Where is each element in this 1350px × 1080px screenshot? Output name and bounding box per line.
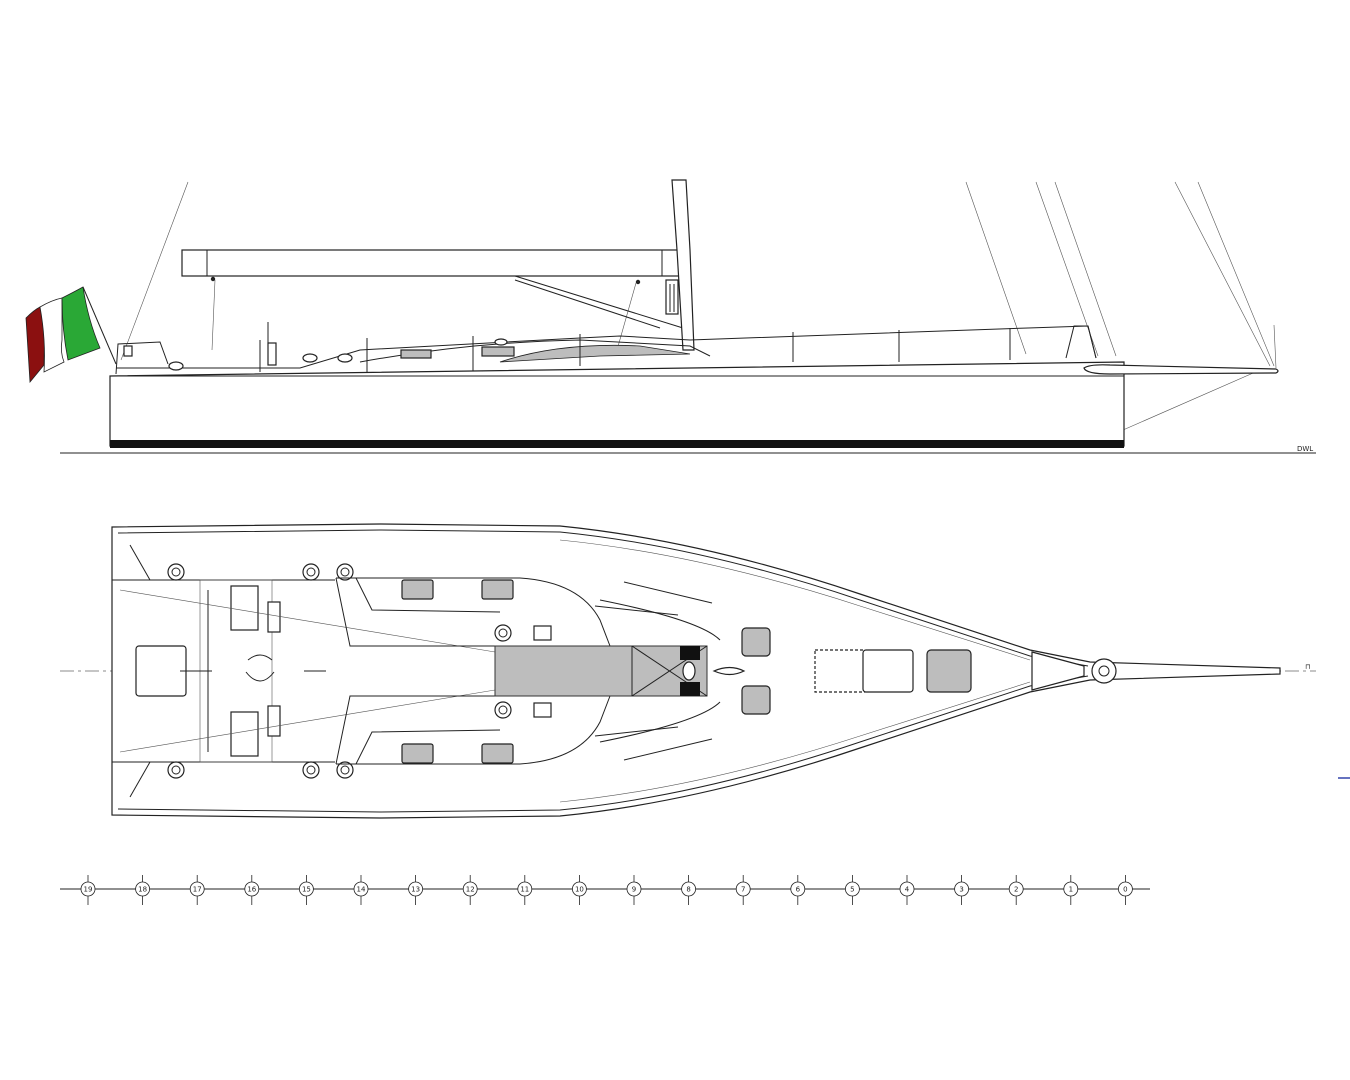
- deck-superstructure: [116, 322, 1097, 372]
- station-label: 11: [520, 886, 529, 894]
- station-label: 9: [632, 886, 636, 894]
- station-label: 19: [84, 886, 93, 894]
- italian-flag: [25, 286, 117, 384]
- station-circle: [1008, 881, 1024, 897]
- station-label: 2: [1014, 886, 1018, 894]
- station-label: 8: [686, 886, 690, 894]
- station-circle: [1063, 881, 1079, 897]
- winches: [167, 563, 512, 779]
- station-circle: [189, 881, 205, 897]
- station-label: 1: [1069, 886, 1073, 894]
- station-label: 0: [1123, 886, 1127, 894]
- deck-plan-view: ⊓: [60, 523, 1350, 819]
- station-circle: [845, 881, 860, 897]
- boom: [181, 249, 684, 329]
- station-label: 14: [357, 886, 366, 894]
- station-circle: [244, 881, 260, 897]
- station-circle: [954, 881, 969, 897]
- station-label: 5: [850, 886, 854, 894]
- station-label: 10: [575, 886, 584, 894]
- station-label: 13: [411, 886, 420, 894]
- central-walkway: [494, 581, 746, 761]
- station-circle: [462, 881, 478, 897]
- hatches: [741, 627, 1117, 715]
- pushpit: [115, 341, 169, 375]
- station-circle: [626, 881, 642, 897]
- station-circle: [517, 881, 533, 897]
- station-label: 16: [247, 886, 256, 894]
- waterline-label: DWL: [1297, 445, 1313, 453]
- station-circle: [135, 881, 151, 897]
- station-label: 4: [905, 886, 910, 894]
- centerline-mark: ⊓: [1305, 663, 1310, 671]
- station-label: 6: [796, 886, 801, 894]
- station-label: 17: [193, 886, 202, 894]
- station-circle: [899, 881, 915, 897]
- station-label: 3: [959, 886, 963, 894]
- station-label: 15: [302, 886, 311, 894]
- station-label: 18: [138, 886, 147, 894]
- mast: [665, 179, 695, 351]
- side-profile-view: DWL: [25, 179, 1316, 454]
- station-label: 12: [466, 886, 475, 894]
- stern-area: [112, 544, 496, 798]
- hull-profile: [60, 361, 1316, 454]
- station-circle: [408, 881, 424, 897]
- rigging-lines: [120, 181, 1277, 431]
- station-circle: [80, 881, 96, 897]
- station-circle: [735, 881, 751, 897]
- station-circle: [790, 881, 806, 897]
- cockpit-coamings: [335, 577, 611, 765]
- station-circle: [572, 881, 587, 897]
- station-circle: [681, 881, 696, 897]
- station-label: 7: [741, 886, 745, 894]
- station-circle: [1118, 881, 1133, 897]
- station-circle: [298, 881, 314, 897]
- station-circle: [353, 881, 369, 897]
